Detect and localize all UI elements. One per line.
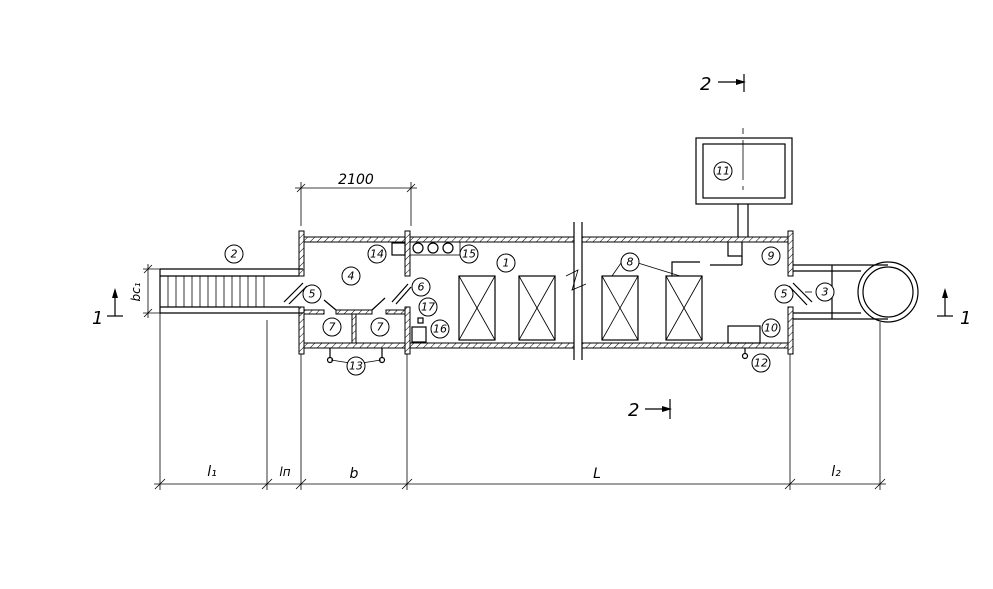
outlet-duct [793,261,919,323]
sensor-16 [411,317,427,343]
dimension-labels: 2100 l₁ lп b L l₂ bc₁ [129,172,841,482]
section-2-top: 2 [700,74,711,95]
svg-text:8: 8 [627,256,634,269]
section-boxes [458,275,703,341]
section-marks: 1 1 2 2 [92,74,971,421]
inlet-grille [159,268,303,314]
dim-bc1: bc₁ [129,282,143,301]
callout-16: 16 [430,319,450,339]
svg-text:10: 10 [764,322,778,335]
svg-text:14: 14 [370,248,384,261]
dim-L: L [593,466,601,482]
callout-5: 5 [774,284,794,304]
dim-ln: lп [279,465,290,479]
svg-text:9: 9 [768,250,775,263]
section-2-bottom: 2 [628,400,639,421]
casing-walls [298,230,794,355]
callout-1: 1 [496,253,516,273]
callout-6: 6 [411,277,431,297]
dim-b: b [350,466,359,482]
callout-13: 13 [346,356,366,376]
filter-box [458,275,496,341]
fan-unit-11 [695,128,793,237]
svg-text:5: 5 [309,288,316,301]
drains-13-12 [326,348,749,364]
callout-15: 15 [459,244,479,264]
callout-3: 3 [815,282,835,302]
heater-box [601,275,639,341]
svg-text:17: 17 [421,301,435,314]
callout-11: 11 [713,161,733,181]
svg-text:4: 4 [348,270,355,283]
svg-text:1: 1 [503,257,510,270]
instrument-row-15 [391,241,461,256]
callout-8: 8 [620,252,640,272]
svg-text:3: 3 [822,286,829,299]
damper-inner [323,297,386,311]
dim-l2: l₂ [831,464,841,480]
svg-text:7: 7 [377,321,384,334]
svg-text:16: 16 [433,323,447,336]
callout-7: 7 [370,317,390,337]
section-1-right: 1 [960,308,971,329]
unit-10 [727,325,761,344]
callout-9: 9 [761,246,781,266]
callout-10: 10 [761,318,781,338]
section-1-left: 1 [92,308,103,329]
svg-text:6: 6 [418,281,425,294]
svg-text:7: 7 [329,321,336,334]
callout-12: 12 [751,353,771,373]
svg-text:13: 13 [349,360,363,373]
svg-text:11: 11 [716,165,730,178]
break-symbol [565,222,587,360]
heater-box [665,275,703,341]
duct-9 [671,242,743,276]
callout-17: 17 [418,297,438,317]
svg-text:15: 15 [462,248,476,261]
svg-text:12: 12 [754,357,768,370]
svg-text:5: 5 [781,288,788,301]
filter-box [518,275,556,341]
leader-lines [311,262,812,299]
svg-text:2: 2 [231,248,238,261]
damper-6 [391,283,412,305]
callout-14: 14 [367,244,387,264]
dim-2100: 2100 [338,172,374,188]
callout-7: 7 [322,317,342,337]
dim-l1: l₁ [207,464,217,480]
callout-4: 4 [341,266,361,286]
callout-5: 5 [302,284,322,304]
callout-2: 2 [224,244,244,264]
dimension-lines [143,182,886,490]
